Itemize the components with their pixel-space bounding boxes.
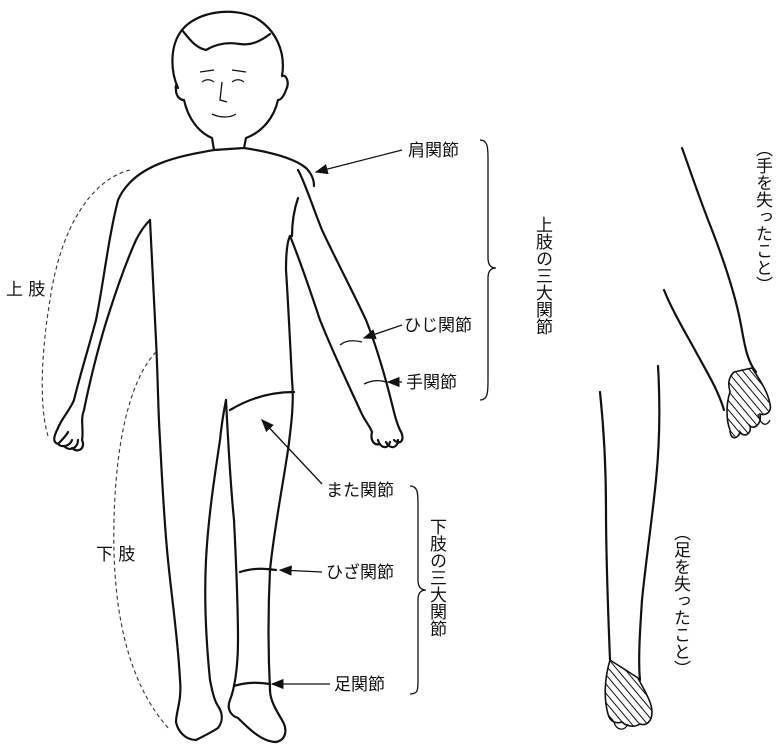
lost-foot-hatched (605, 660, 652, 726)
hair (182, 30, 270, 50)
lower-limb-dashed-outline (114, 352, 170, 730)
right-hand (371, 404, 402, 447)
label-elbow: ひじ関節 (404, 316, 472, 336)
ankle-joint-arc (234, 683, 270, 686)
label-upper-three-joints: 上肢の三大関節 (532, 216, 553, 335)
torso-left-side (150, 220, 180, 722)
hip-joint-arc (230, 392, 294, 410)
label-hip: また関節 (326, 481, 394, 501)
left-hand (54, 410, 84, 450)
right-arm-outer (298, 170, 392, 404)
left-foot (176, 680, 222, 740)
label-upper-limb: 上 肢 (6, 280, 45, 300)
label-lower-limb: 下 肢 (96, 545, 135, 565)
label-ankle: 足関節 (334, 675, 385, 695)
lower-group-brace (410, 486, 426, 694)
caption-lost-hand: （手を失ったこと） (752, 140, 773, 293)
label-wrist: 手関節 (406, 373, 457, 393)
wrist-joint-arc (364, 381, 386, 384)
lost-foot-illustration (600, 366, 659, 729)
upper-group-brace (480, 140, 496, 400)
shoulder-joint-mark (292, 198, 298, 236)
lost-hand-hatched (727, 368, 770, 438)
hip-arrow (262, 420, 322, 484)
left-arm-outer (58, 150, 214, 428)
face (200, 70, 246, 117)
right-leg-outer (269, 236, 293, 690)
right-leg-inner (226, 400, 238, 718)
head-outline (172, 12, 287, 150)
label-knee: ひざ関節 (326, 562, 394, 583)
left-arm-inner (84, 220, 150, 410)
shoulder-arrow (316, 150, 402, 172)
label-lower-three-joints: 下肢の三大関節 (426, 518, 447, 637)
human-figure (54, 12, 402, 742)
right-foot (238, 690, 285, 742)
label-shoulder: 肩関節 (408, 141, 459, 161)
right-arm-inner (290, 236, 372, 432)
elbow-joint-arc (340, 341, 362, 345)
left-leg-inner (205, 400, 226, 680)
caption-lost-foot: （足を失ったこと） (670, 524, 691, 677)
knee-arrow (280, 570, 322, 572)
